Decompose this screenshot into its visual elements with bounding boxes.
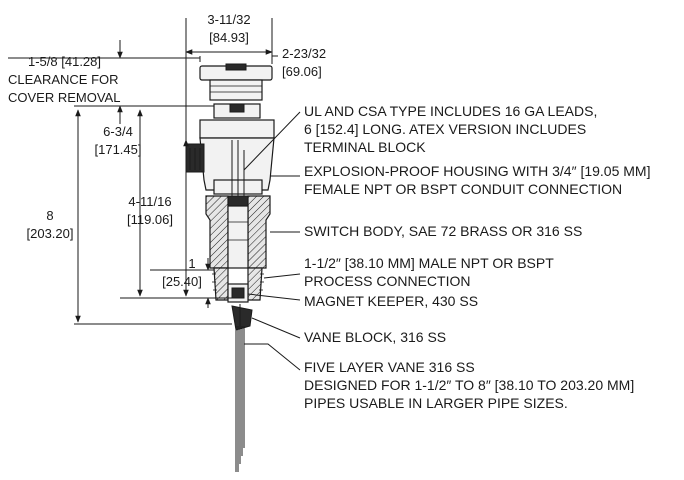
clearance-line3: COVER REMOVAL (8, 90, 120, 105)
dimension-lines (8, 18, 278, 325)
cap-width-frac: 2-23/32 (282, 46, 326, 61)
body-height-frac: 4-11/16 (128, 194, 171, 209)
cover-width-mm: [84.93] (209, 30, 249, 45)
housing-top (213, 103, 261, 119)
body-height-mm: [119.06] (127, 212, 173, 227)
callout-housing-2: FEMALE NPT OR BSPT CONDUIT CONNECTION (304, 181, 622, 197)
magnet-keeper (227, 283, 249, 303)
callout-leads-2: 6 [152.4] LONG. ATEX VERSION INCLUDES (304, 121, 586, 137)
switch-assembly (185, 63, 275, 472)
clearance-line1: 1-5/8 [41.28] (28, 54, 101, 69)
explosion-proof-housing (185, 119, 275, 195)
callout-vane-1: FIVE LAYER VANE 316 SS (304, 359, 475, 375)
overall-height-frac: 8 (46, 208, 53, 223)
callout-process-1: 1-1/2″ [38.10 MM] MALE NPT OR BSPT (304, 255, 554, 271)
thread-height-frac: 1 (188, 256, 195, 271)
callout-vane-2: DESIGNED FOR 1-1/2″ TO 8″ [38.10 TO 203.… (304, 377, 634, 393)
housing-height-mm: [171.45] (95, 142, 142, 157)
vane (235, 326, 245, 472)
cap-width-mm: [69.06] (282, 64, 322, 79)
callout-text: UL AND CSA TYPE INCLUDES 16 GA LEADS, 6 … (304, 103, 650, 411)
callout-magnet: MAGNET KEEPER, 430 SS (304, 293, 478, 309)
callout-switch-body: SWITCH BODY, SAE 72 BRASS OR 316 SS (304, 223, 582, 239)
clearance-line2: CLEARANCE FOR (8, 72, 119, 87)
callout-vane-3: PIPES USABLE IN LARGER PIPE SIZES. (304, 395, 568, 411)
callout-leads-3: TERMINAL BLOCK (304, 139, 426, 155)
callout-process-2: PROCESS CONNECTION (304, 273, 470, 289)
thread-height-mm: [25.40] (162, 274, 202, 289)
switch-body (205, 195, 271, 269)
overall-height-mm: [203.20] (27, 226, 74, 241)
callout-vane-block: VANE BLOCK, 316 SS (304, 329, 446, 345)
leader-lines (243, 111, 301, 371)
vane-block (231, 304, 253, 331)
housing-height-frac: 6-3/4 (103, 124, 133, 139)
cover-width-frac: 3-11/32 (207, 12, 250, 27)
callout-housing-1: EXPLOSION-PROOF HOUSING WITH 3/4″ [19.05… (304, 163, 650, 179)
cover-cap (199, 63, 273, 101)
callout-leads-1: UL AND CSA TYPE INCLUDES 16 GA LEADS, (304, 103, 597, 119)
dimension-text: 3-11/32 [84.93] 2-23/32 [69.06] 1-5/8 [4… (8, 12, 326, 289)
